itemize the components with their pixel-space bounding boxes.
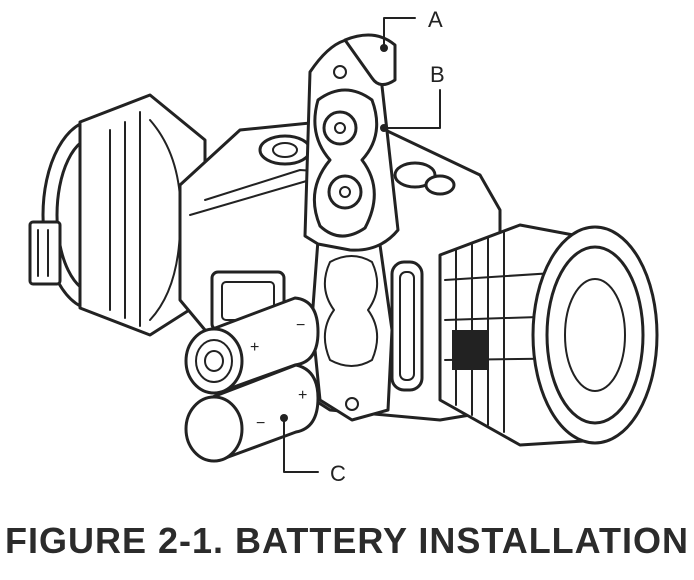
battery-compartment — [310, 238, 394, 422]
objective-lens-assembly — [438, 223, 659, 447]
battery-upper — [184, 296, 320, 395]
eyepiece-assembly — [28, 93, 207, 337]
callout-c: C — [283, 417, 346, 486]
callout-a: A — [383, 7, 443, 49]
battery-upper-plus: + — [250, 339, 259, 356]
callout-a-label: A — [428, 7, 443, 32]
battery-lower — [184, 363, 320, 463]
battery-installation-illustration: + − − + A B C — [28, 7, 659, 486]
battery-lower-plus: + — [298, 387, 307, 404]
battery-upper-minus: − — [296, 317, 305, 334]
callout-c-label: C — [330, 461, 346, 486]
callout-b: B — [383, 62, 445, 129]
callout-b-label: B — [430, 62, 445, 87]
battery-lower-minus: − — [256, 415, 265, 432]
figure-caption: FIGURE 2-1. BATTERY INSTALLATION — [4, 520, 689, 561]
battery-door — [303, 33, 400, 252]
